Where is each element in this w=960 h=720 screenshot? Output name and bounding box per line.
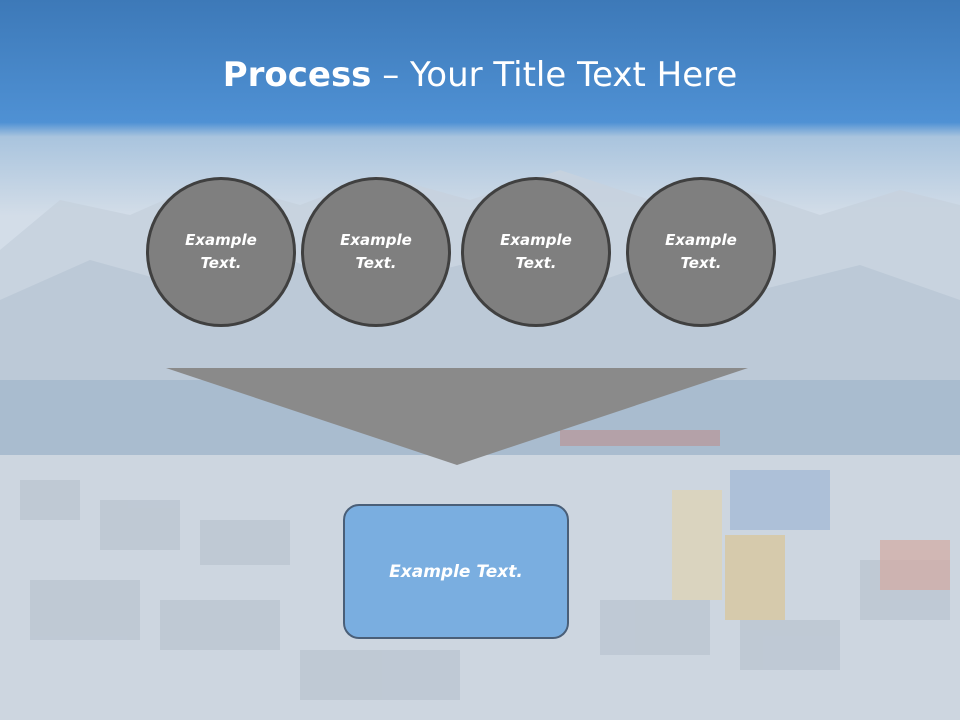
step-label: Example Text. [185, 231, 257, 272]
process-step-circle[interactable]: Example Text. [461, 177, 611, 327]
result-label: Example Text. [389, 561, 523, 582]
process-step-circle[interactable]: Example Text. [626, 177, 776, 327]
step-label: Example Text. [500, 231, 572, 272]
result-box[interactable]: Example Text. [343, 504, 569, 639]
process-step-circle[interactable]: Example Text. [301, 177, 451, 327]
title-rest: – Your Title Text Here [371, 55, 738, 95]
step-label: Example Text. [665, 231, 737, 272]
slide-title: Process – Your Title Text Here [0, 50, 960, 100]
process-step-circle[interactable]: Example Text. [146, 177, 296, 327]
step-label: Example Text. [340, 231, 412, 272]
title-bold-word: Process [222, 55, 372, 95]
